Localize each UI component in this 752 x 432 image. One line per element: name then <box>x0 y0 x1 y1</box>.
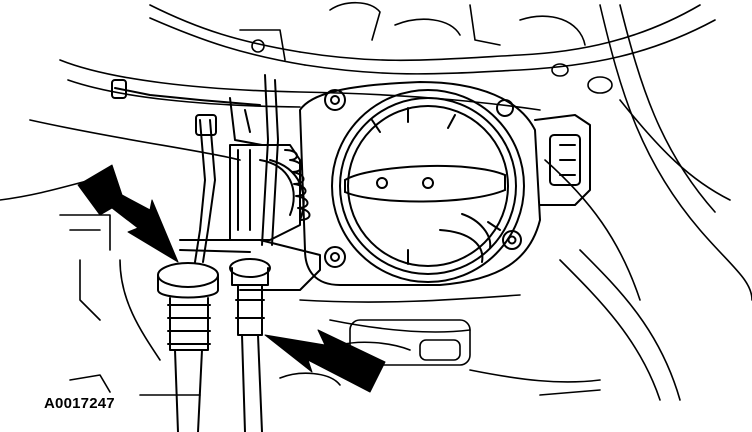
throttle-bore <box>331 89 525 283</box>
throttle-linkage <box>179 144 321 291</box>
callout-arrow-lower-right <box>264 329 386 393</box>
callout-arrow-upper-left <box>77 164 179 263</box>
connector-plug-right <box>229 258 271 432</box>
figure-id-label: A0017247 <box>44 395 115 412</box>
engine-bay-background <box>0 1 752 401</box>
connector-plug-left <box>157 262 219 432</box>
throttle-body-housing <box>284 81 591 286</box>
throttle-cable <box>111 74 279 263</box>
